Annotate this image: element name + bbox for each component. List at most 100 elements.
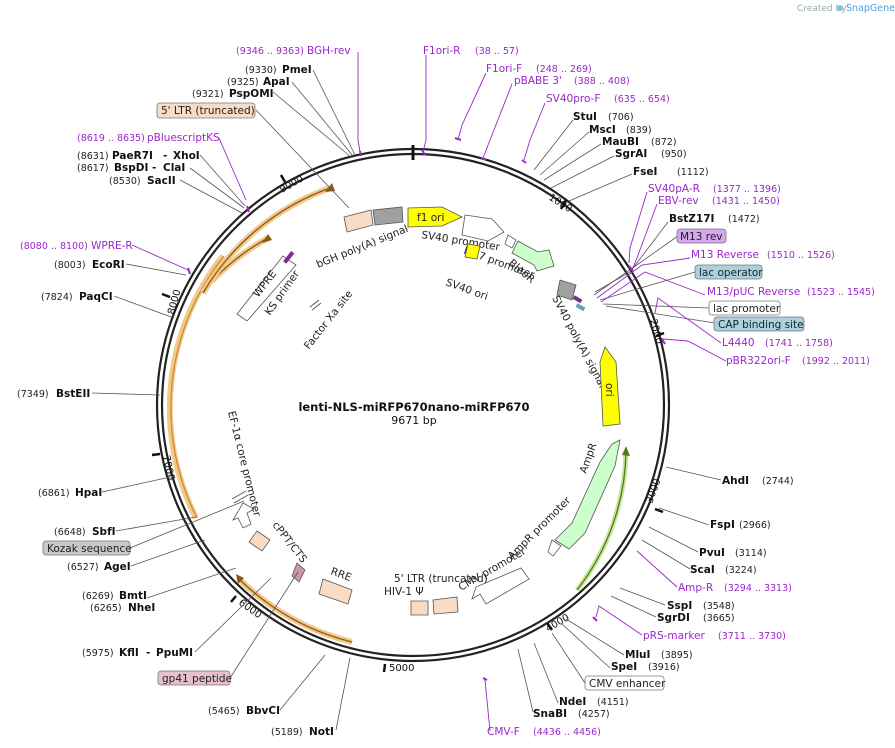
enzyme-dash-1: - <box>163 150 167 162</box>
feature-bleor[interactable]: BleoR <box>506 240 555 286</box>
enzyme-bsteii[interactable]: BstEII <box>56 388 90 400</box>
enzyme-paqci[interactable]: PaqCI <box>79 291 113 303</box>
enzyme-sbfi[interactable]: SbfI <box>92 526 116 538</box>
feature-cppt-cts[interactable]: cPPT/CTS <box>248 519 309 583</box>
enzyme-pmei[interactable]: PmeI <box>282 64 312 76</box>
primer-amp-r[interactable]: Amp-R <box>678 582 713 594</box>
primer-pbr322ori-f[interactable]: pBR322ori-F <box>726 355 791 367</box>
feature-rre[interactable]: RRE <box>318 566 353 605</box>
enzyme-hpai[interactable]: HpaI <box>75 487 102 499</box>
enzyme-bbvci[interactable]: BbvCI <box>246 705 280 717</box>
feature-tag-kozak[interactable] <box>42 540 131 556</box>
feature-tag-m13-rev[interactable] <box>676 228 727 244</box>
primer-sv40pa-r[interactable]: SV40pA-R <box>648 183 700 195</box>
enzyme-bmti[interactable]: BmtI <box>119 590 147 602</box>
primer-l4440[interactable]: L4440 <box>722 337 755 349</box>
feature-5-ltr-truncated[interactable]: 5' LTR (truncated) <box>394 573 488 615</box>
primer-f1ori-f[interactable]: F1ori-F <box>486 63 522 75</box>
enzyme-spei[interactable]: SpeI <box>611 661 637 673</box>
enzyme-nhei[interactable]: NheI <box>128 602 155 614</box>
feature-label-ef1a: EF-1α core promoter <box>225 410 263 519</box>
enzyme-ecori[interactable]: EcoRI <box>92 259 125 271</box>
primer-m13-puc-reverse[interactable]: M13/pUC Reverse <box>707 286 800 298</box>
primer-prs-marker[interactable]: pRS-marker <box>643 630 706 642</box>
primer-pos-f1ori-f: (248 .. 269) <box>536 64 592 75</box>
primer-pos-sv40pro-f: (635 .. 654) <box>614 94 670 105</box>
site-pos-hpai: (6861) <box>38 488 70 499</box>
site-pos-pvui: (3114) <box>735 548 767 559</box>
enzyme-ahdi[interactable]: AhdI <box>722 475 749 487</box>
site-pos-sgrai: (950) <box>661 149 687 160</box>
feature-tag-cmv-enhancer[interactable] <box>584 675 665 691</box>
feature-tag-gp41-label: gp41 peptide <box>162 673 232 685</box>
enzyme-noti[interactable]: NotI <box>309 726 334 738</box>
tick-mark-4000 <box>545 622 554 631</box>
enzyme-sacii[interactable]: SacII <box>147 175 176 187</box>
enzyme-sspi[interactable]: SspI <box>667 600 692 612</box>
enzyme-scai[interactable]: ScaI <box>690 564 715 576</box>
feature-hiv-psi[interactable]: HIV-1 Ψ <box>384 586 429 616</box>
site-pos-pspomi: (9321) <box>192 89 224 100</box>
feature-ef1a-promoter[interactable]: EF-1α core promoter <box>225 410 263 529</box>
site-pos-agei: (6527) <box>67 562 99 573</box>
site-pos-fspi: (2966) <box>739 520 771 531</box>
primer-bgh-rev[interactable]: BGH-rev <box>307 45 351 57</box>
primer-ebv-rev[interactable]: EBV-rev <box>658 195 699 207</box>
primer-cmv-f[interactable]: CMV-F <box>487 726 520 738</box>
feature-label-bgh-polya: bGH poly(A) signal <box>315 223 410 271</box>
enzyme-sgrai[interactable]: SgrAI <box>615 148 647 160</box>
feature-factor-xa[interactable]: Factor Xa site <box>302 288 355 352</box>
watermark-prefix: Created by <box>797 4 847 14</box>
feature-tag-lac-operator[interactable] <box>694 264 763 280</box>
enzyme-ppumi[interactable]: PpuMI <box>156 647 193 659</box>
site-pos-ahdi: (2744) <box>762 476 794 487</box>
enzyme-xhoi[interactable]: XhoI <box>173 150 200 162</box>
site-pos-stui: (706) <box>608 112 634 123</box>
primer-pbabe-3[interactable]: pBABE 3' <box>514 75 562 87</box>
enzyme-kfli[interactable]: KflI <box>119 647 139 659</box>
primer-f1ori-r[interactable]: F1ori-R <box>423 45 460 57</box>
enzyme-paer7i[interactable]: PaeR7I <box>112 150 153 162</box>
enzyme-sgrdi[interactable]: SgrDI <box>657 612 690 624</box>
enzyme-pspomi[interactable]: PspOMI <box>229 88 274 100</box>
feature-f1-ori[interactable]: f1 ori <box>407 206 463 228</box>
feature-tag-cap-binding-site[interactable] <box>713 316 805 332</box>
primer-pos-sv40pa-r: (1377 .. 1396) <box>713 184 781 195</box>
enzyme-fsei[interactable]: FseI <box>633 166 657 178</box>
enzyme-agei[interactable]: AgeI <box>104 561 131 573</box>
enzyme-bstz17i[interactable]: BstZ17I <box>669 213 714 225</box>
feature-label-sv40-ori: SV40 ori <box>444 277 490 303</box>
enzyme-ndei[interactable]: NdeI <box>559 696 586 708</box>
feature-tag-lac-promoter[interactable] <box>708 300 781 316</box>
enzyme-msci[interactable]: MscI <box>589 124 616 136</box>
enzyme-snabi[interactable]: SnaBI <box>533 708 567 720</box>
tick-mark-2000 <box>655 331 665 338</box>
feature-bgh-polya[interactable]: bGH poly(A) signal <box>315 206 410 271</box>
enzyme-stui[interactable]: StuI <box>573 111 597 123</box>
feature-label-5-ltr: 5' LTR (truncated) <box>394 573 488 585</box>
feature-tag-5-ltr[interactable] <box>156 102 256 119</box>
tick-mark-1000 <box>559 199 568 210</box>
enzyme-bspdi[interactable]: BspDI <box>114 162 148 174</box>
primer-pos-cmv-f: (4436 .. 4456) <box>533 727 601 738</box>
leader-lines-left <box>91 52 361 731</box>
enzyme-apai[interactable]: ApaI <box>263 76 290 88</box>
primer-pbluescriptks[interactable]: pBluescriptKS <box>147 132 220 144</box>
tick-mark-5000 <box>382 663 387 673</box>
primer-sv40pro-f[interactable]: SV40pro-F <box>546 93 600 105</box>
enzyme-mlui[interactable]: MluI <box>625 649 650 661</box>
feature-ori[interactable]: ori <box>599 346 621 427</box>
primer-m13-reverse[interactable]: M13 Reverse <box>691 249 759 261</box>
orf-arc-ampr-line <box>576 451 627 591</box>
enzyme-fspi[interactable]: FspI <box>710 519 735 531</box>
enzyme-pvui[interactable]: PvuI <box>699 547 725 559</box>
orf-arc-left-line <box>170 255 225 519</box>
feature-tag-cap-binding-site-label: CAP binding site <box>718 319 804 331</box>
enzyme-maubi[interactable]: MauBI <box>602 136 639 148</box>
primer-wpre-r[interactable]: WPRE-R <box>91 240 133 252</box>
feature-label-hiv-psi: HIV-1 Ψ <box>384 586 424 598</box>
enzyme-clai[interactable]: ClaI <box>163 162 185 174</box>
tick-mark-6000 <box>230 595 237 603</box>
feature-tag-gp41[interactable] <box>157 670 231 686</box>
